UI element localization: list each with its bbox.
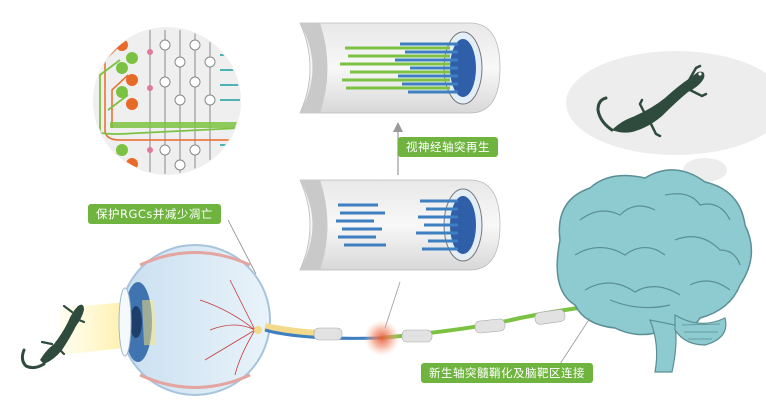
label-axon-regeneration: 视神经轴突再生 [398, 137, 498, 157]
callout-line [384, 281, 401, 329]
optic-nerve-tube-icon [299, 179, 501, 271]
label-protect-rgcs: 保护RGCs并减少凋亡 [88, 204, 221, 224]
retina-circuit-icon [93, 27, 241, 175]
callout-line [559, 317, 591, 365]
callout-line [227, 219, 257, 275]
gecko-icon [596, 64, 708, 138]
optic-nerve-path [264, 303, 601, 343]
label-new-axon-connection: 新生轴突髓鞘化及脑靶区连接 [421, 363, 593, 383]
gecko-icon [20, 304, 86, 370]
optic-nerve-tube-icon [299, 22, 501, 114]
eye-icon [118, 244, 271, 396]
brain-icon [556, 169, 753, 373]
injury-site-icon [364, 320, 400, 356]
